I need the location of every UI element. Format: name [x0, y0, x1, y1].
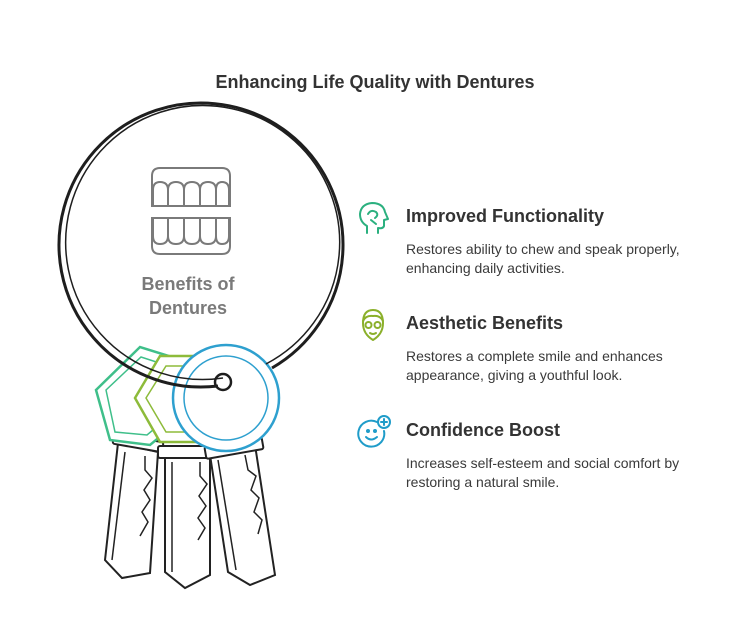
head-profile-icon: [359, 202, 389, 234]
key-ring: [57, 101, 345, 392]
benefit-description: Restores a complete smile and enhances a…: [406, 348, 663, 383]
center-label-line2: Dentures: [148, 298, 228, 318]
page-title: Enhancing Life Quality with Dentures: [215, 72, 535, 92]
smile-plus-icon: [357, 415, 391, 448]
dentures-icon: [151, 167, 231, 255]
face-mask-icon: [362, 309, 384, 341]
key-blue: [171, 343, 281, 587]
benefit-description: Restores ability to chew and speak prope…: [406, 241, 680, 276]
benefit-heading: Aesthetic Benefits: [406, 313, 564, 333]
benefit-heading: Confidence Boost: [406, 420, 561, 440]
center-label: Benefits of Dentures: [118, 272, 258, 320]
benefit-description: Increases self-esteem and social comfort…: [406, 455, 680, 490]
benefit-heading: Improved Functionality: [406, 206, 605, 226]
center-label-line1: Benefits of: [141, 274, 235, 294]
